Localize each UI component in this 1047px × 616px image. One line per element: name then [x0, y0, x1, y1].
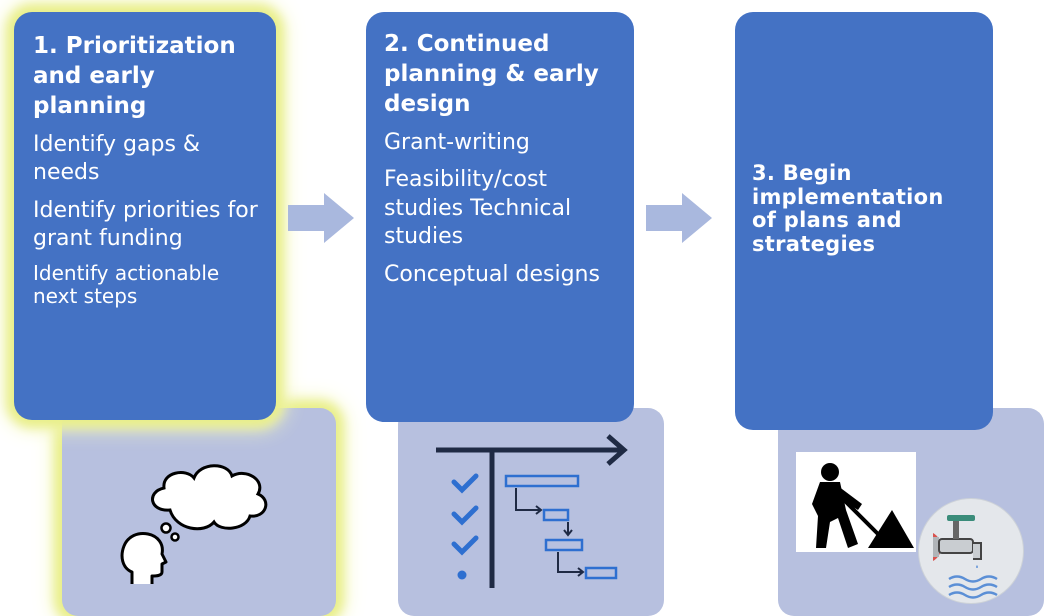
- step2-image-panel: [398, 408, 664, 616]
- thinking-head-icon: [120, 464, 268, 584]
- step2-card: 2. Continued planning & early design Gra…: [366, 12, 634, 422]
- step1-item-priorities: Identify priorities for grant funding: [33, 197, 258, 252]
- step3-title: 3. Begin implementation of plans and str…: [752, 161, 944, 256]
- step2-item-grant-writing: Grant-writing: [384, 129, 530, 155]
- arrow-right-icon: [288, 193, 354, 243]
- arrow-right-icon: [646, 193, 712, 243]
- water-tap-icon: [918, 498, 1024, 604]
- step2-title: 2. Continued planning & early design: [384, 31, 599, 117]
- step2-item-studies: Feasibility/cost studies Technical studi…: [384, 167, 572, 250]
- step1-card: 1. Prioritization and early planning Ide…: [14, 12, 276, 420]
- step1-item-gaps: Identify gaps & needs: [33, 131, 201, 186]
- gantt-chart-icon: [436, 434, 628, 588]
- step2-item-conceptual: Conceptual designs: [384, 262, 600, 288]
- step3-card: 3. Begin implementation of plans and str…: [735, 12, 993, 430]
- step1-item-next-steps: Identify actionable next steps: [33, 261, 220, 309]
- step1-title: 1. Prioritization and early planning: [33, 33, 236, 119]
- construction-worker-icon: [796, 452, 916, 552]
